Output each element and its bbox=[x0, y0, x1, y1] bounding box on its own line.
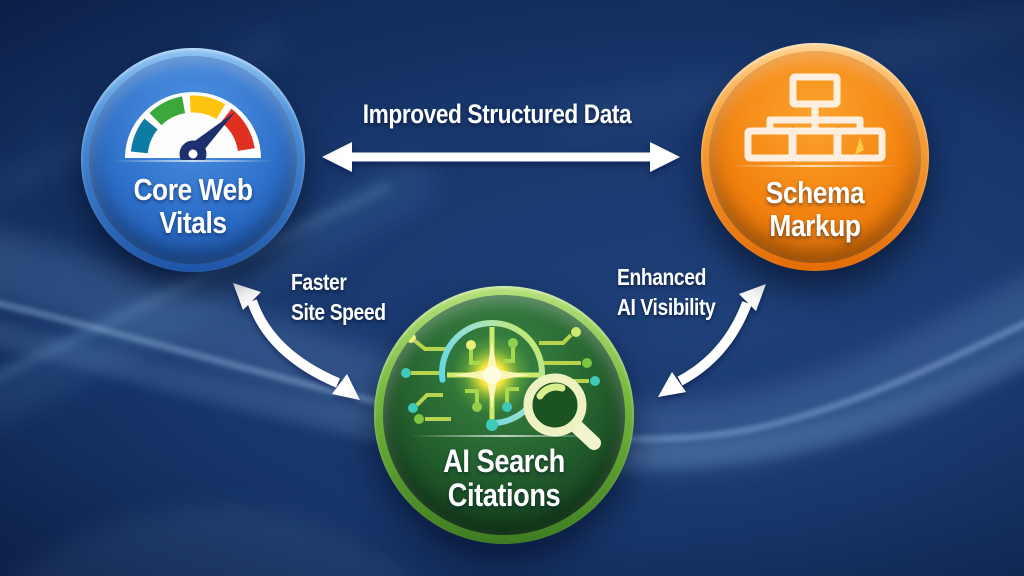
magnifier-glyph bbox=[523, 373, 601, 450]
node-separator bbox=[409, 435, 599, 437]
node-schema-markup-face: Schema Markup bbox=[709, 51, 921, 263]
connection-label-line: Enhanced bbox=[617, 264, 706, 290]
node-title-line: Markup bbox=[769, 207, 861, 243]
node-separator bbox=[111, 160, 275, 162]
node-title-schema-markup: Schema Markup bbox=[725, 175, 905, 243]
node-title-ai-search-citations: AI Search Citations bbox=[401, 443, 607, 513]
connection-label-line: Faster bbox=[291, 269, 347, 295]
connection-label-line: Site Speed bbox=[291, 299, 386, 326]
arrow-vitals-citations bbox=[233, 283, 360, 400]
node-ai-search-citations: AI Search Citations bbox=[374, 286, 634, 544]
node-title-line: AI Search bbox=[443, 443, 565, 479]
sitemap-hierarchy-icon bbox=[744, 73, 886, 162]
node-title-core-web-vitals: Core Web Vitals bbox=[105, 172, 282, 240]
node-core-web-vitals: Core Web Vitals bbox=[81, 48, 305, 272]
node-title-line: Vitals bbox=[159, 204, 227, 240]
connection-label-line: AI Visibility bbox=[617, 294, 716, 321]
node-schema-markup: Schema Markup bbox=[701, 43, 929, 271]
connection-label-faster-site-speed: Faster Site Speed bbox=[291, 267, 386, 328]
speedometer-gauge-icon bbox=[125, 92, 261, 160]
node-ai-search-citations-face: AI Search Citations bbox=[383, 295, 625, 535]
node-title-line: Core Web bbox=[133, 172, 253, 207]
connection-label-improved-structured-data: Improved Structured Data bbox=[362, 99, 632, 129]
node-title-line: Citations bbox=[447, 476, 561, 513]
connection-label-enhanced-ai-visibility: Enhanced AI Visibility bbox=[617, 262, 716, 323]
arrow-schema-citations bbox=[658, 284, 766, 397]
arrow-vitals-schema bbox=[322, 142, 680, 172]
node-title-line: Schema bbox=[765, 175, 865, 210]
node-separator bbox=[732, 165, 898, 167]
ai-brain-search-icon bbox=[401, 320, 601, 450]
node-core-web-vitals-face: Core Web Vitals bbox=[89, 56, 297, 264]
